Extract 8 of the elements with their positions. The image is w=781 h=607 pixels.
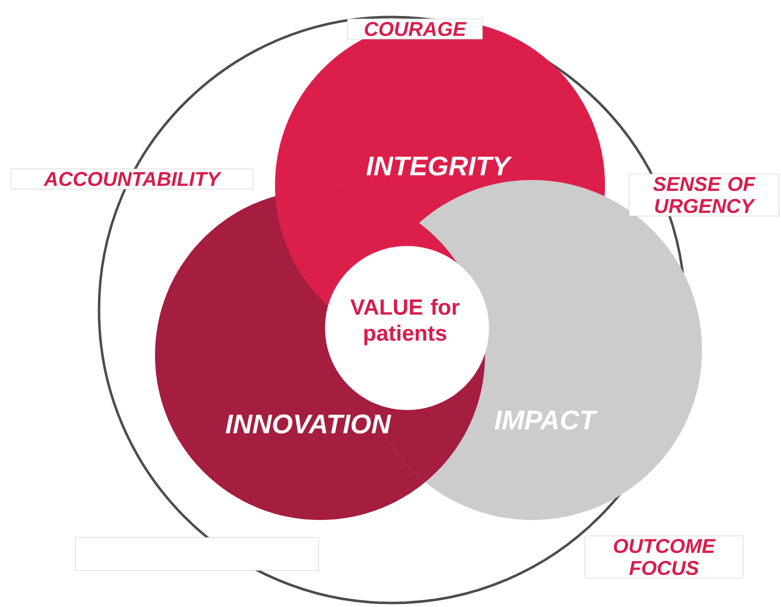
center-label: VALUE for patients [350, 298, 460, 346]
value-label: ACCOUNTABILITY [10, 168, 254, 190]
value-label: OUTCOME FOCUS [584, 536, 744, 578]
value-label: COURAGE [347, 18, 483, 40]
value-label: SENSE OF URGENCY [628, 174, 780, 216]
label-box [75, 537, 319, 571]
circle-label: INNOVATION [226, 414, 392, 434]
circle-label: INTEGRITY [366, 156, 512, 176]
